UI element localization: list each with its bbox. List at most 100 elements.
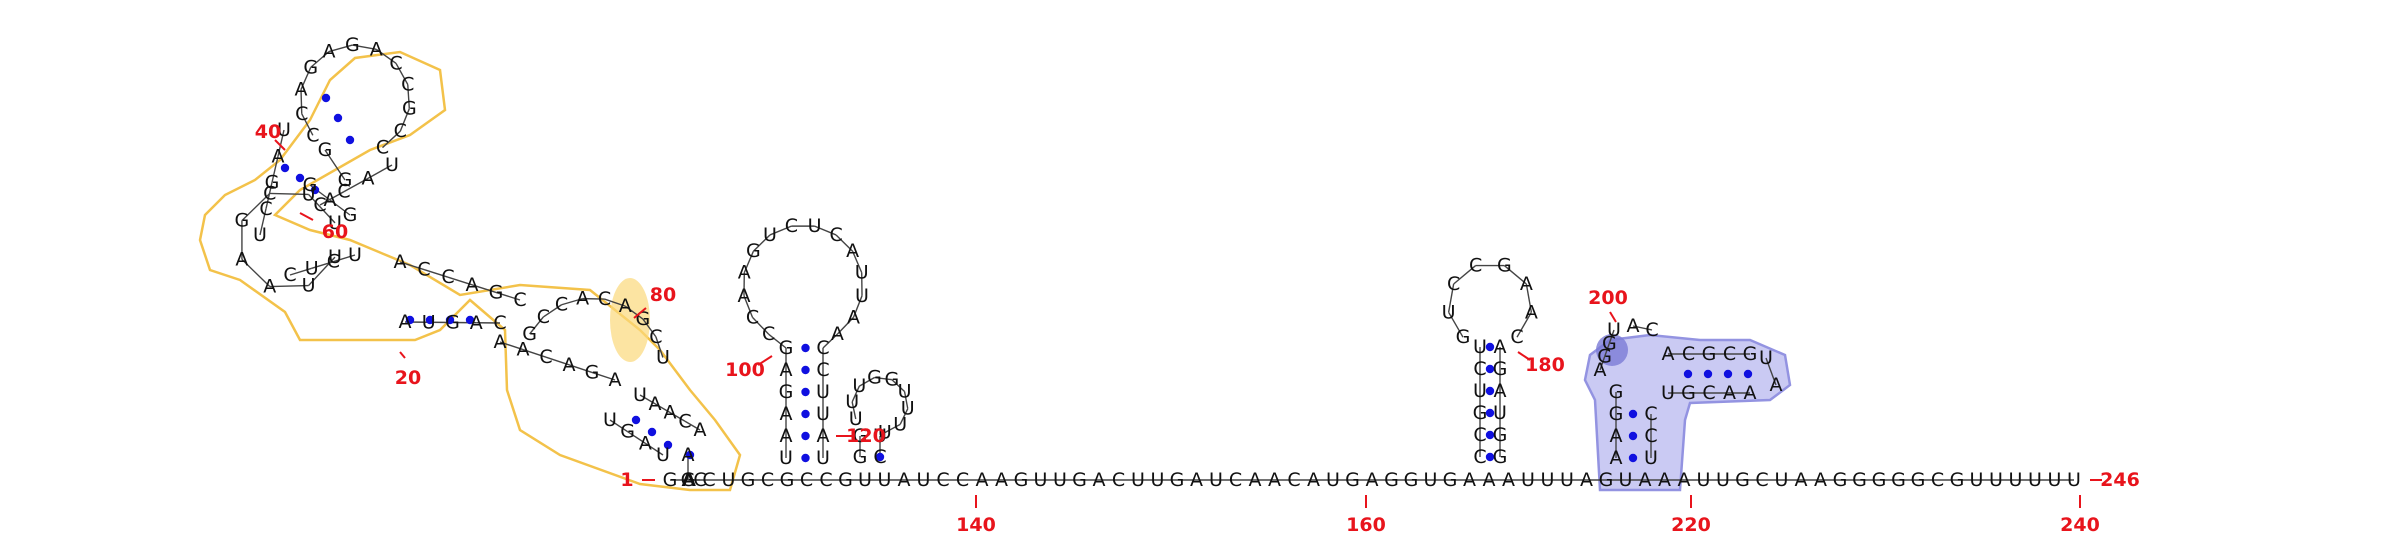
chain-nucleotide: U xyxy=(1541,469,1555,491)
domain-nucleotide: C xyxy=(537,306,550,328)
backbone-line xyxy=(382,130,401,149)
loop-nucleotide: U xyxy=(849,408,863,430)
base-pair-dot xyxy=(1628,431,1638,441)
position-tick xyxy=(399,351,406,359)
hairpin-nucleotide: C xyxy=(1644,425,1657,447)
domain-nucleotide: C xyxy=(327,251,340,273)
backbone-line xyxy=(743,295,754,318)
domain-nucleotide: C xyxy=(337,181,350,203)
loop-nucleotide: A xyxy=(1525,301,1538,323)
hairpin-nucleotide: C xyxy=(816,337,829,359)
hairpin-nucleotide: G xyxy=(1609,403,1624,425)
backbone-line xyxy=(352,44,377,50)
chain-nucleotide: G xyxy=(1872,469,1887,491)
backbone-line xyxy=(814,225,837,236)
base-pair-dot xyxy=(801,365,810,375)
chain-nucleotide: U xyxy=(1521,469,1535,491)
domain-nucleotide: U xyxy=(328,212,342,234)
backbone-line xyxy=(1765,357,1777,386)
loop-nucleotide: C xyxy=(785,215,798,237)
chain-nucleotide: G xyxy=(663,469,678,491)
base-pair-dot xyxy=(801,431,810,441)
backbone-line xyxy=(407,84,411,109)
loop-nucleotide: G xyxy=(1456,326,1471,348)
loop-nucleotide: U xyxy=(852,375,866,397)
hairpin-nucleotide: A xyxy=(1610,425,1623,447)
loop-nucleotide: A xyxy=(737,285,750,307)
backbone-line xyxy=(300,89,303,114)
hairpin-nucleotide: U xyxy=(1473,336,1487,358)
domain-nucleotide: C xyxy=(401,74,414,96)
domain-nucleotide: C xyxy=(376,137,389,159)
backbone-line xyxy=(835,234,854,252)
base-pair-dot xyxy=(1703,369,1713,379)
hairpin-nucleotide: C xyxy=(1702,382,1715,404)
base-pair-dot xyxy=(801,387,810,397)
chain-nucleotide: G xyxy=(1345,469,1360,491)
position-tick xyxy=(274,139,286,151)
backbone-line xyxy=(423,268,449,278)
backbone-line xyxy=(301,113,314,136)
domain-nucleotide: U xyxy=(348,244,362,266)
loop-nucleotide: U xyxy=(855,262,869,284)
domain-nucleotide: C xyxy=(678,410,691,432)
backbone-line xyxy=(891,379,906,393)
hairpin-nucleotide: A xyxy=(1494,380,1507,402)
hairpin-nucleotide: C xyxy=(873,446,886,468)
domain-nucleotide: A xyxy=(235,248,248,270)
backbone-line xyxy=(1525,283,1533,313)
backbone-line xyxy=(495,291,521,301)
domain-nucleotide: G xyxy=(522,323,537,345)
chain-nucleotide: U xyxy=(1053,469,1067,491)
chain-nucleotide: G xyxy=(1911,469,1926,491)
backbone-line xyxy=(447,276,473,286)
base-pair-dot xyxy=(801,409,810,419)
hairpin-nucleotide: U xyxy=(779,447,793,469)
domain-nucleotide: C xyxy=(693,469,706,491)
base-pair-dot xyxy=(1485,342,1495,352)
domain-nucleotide: A xyxy=(272,145,285,167)
domain-nucleotide: C xyxy=(417,259,430,281)
chain-nucleotide: A xyxy=(1658,469,1671,491)
chain-nucleotide: A xyxy=(1366,469,1379,491)
base-pair-dot xyxy=(321,93,331,103)
backbone-line xyxy=(319,191,345,206)
hairpin-nucleotide: G xyxy=(853,446,868,468)
backbone-line xyxy=(604,298,626,307)
loop-nucleotide: A xyxy=(1520,273,1533,295)
chain-nucleotide: U xyxy=(858,469,872,491)
base-pair-dot xyxy=(685,450,695,460)
hairpin-nucleotide: G xyxy=(853,425,868,447)
label-200: 200 xyxy=(1588,287,1628,309)
backbone-line xyxy=(627,431,646,444)
backbone-line xyxy=(269,192,309,196)
backbone-line xyxy=(399,108,410,132)
chain-nucleotide: U xyxy=(1775,469,1789,491)
backbone-line xyxy=(624,305,644,320)
domain-nucleotide: A xyxy=(470,312,483,334)
domain-nucleotide: G xyxy=(303,56,318,78)
label-80: 80 xyxy=(650,284,676,306)
hairpin-nucleotide: A xyxy=(780,359,793,381)
yellow-highlight-accent xyxy=(610,278,650,362)
chain-nucleotide: C xyxy=(702,469,715,491)
chain-nucleotide: G xyxy=(1443,469,1458,491)
hairpin-nucleotide: U xyxy=(816,447,830,469)
domain-nucleotide: G xyxy=(345,34,360,56)
chain-nucleotide: G xyxy=(1014,469,1029,491)
hairpin-nucleotide: A xyxy=(780,425,793,447)
domain-nucleotide: A xyxy=(399,311,412,333)
position-tick xyxy=(299,212,314,221)
base-pair-dot xyxy=(445,315,455,325)
label-140: 140 xyxy=(956,514,996,533)
domain-nucleotide: G xyxy=(303,174,318,196)
chain-nucleotide: U xyxy=(917,469,931,491)
backbone-line xyxy=(1516,311,1532,338)
backbone-line xyxy=(639,394,656,405)
label-160: 160 xyxy=(1346,514,1386,533)
blue-highlight-region xyxy=(1583,333,1792,492)
domain-nucleotide: C xyxy=(649,326,662,348)
chain-nucleotide: U xyxy=(2067,469,2081,491)
loop-nucleotide: C xyxy=(1447,273,1460,295)
domain-nucleotide: A xyxy=(394,251,407,273)
